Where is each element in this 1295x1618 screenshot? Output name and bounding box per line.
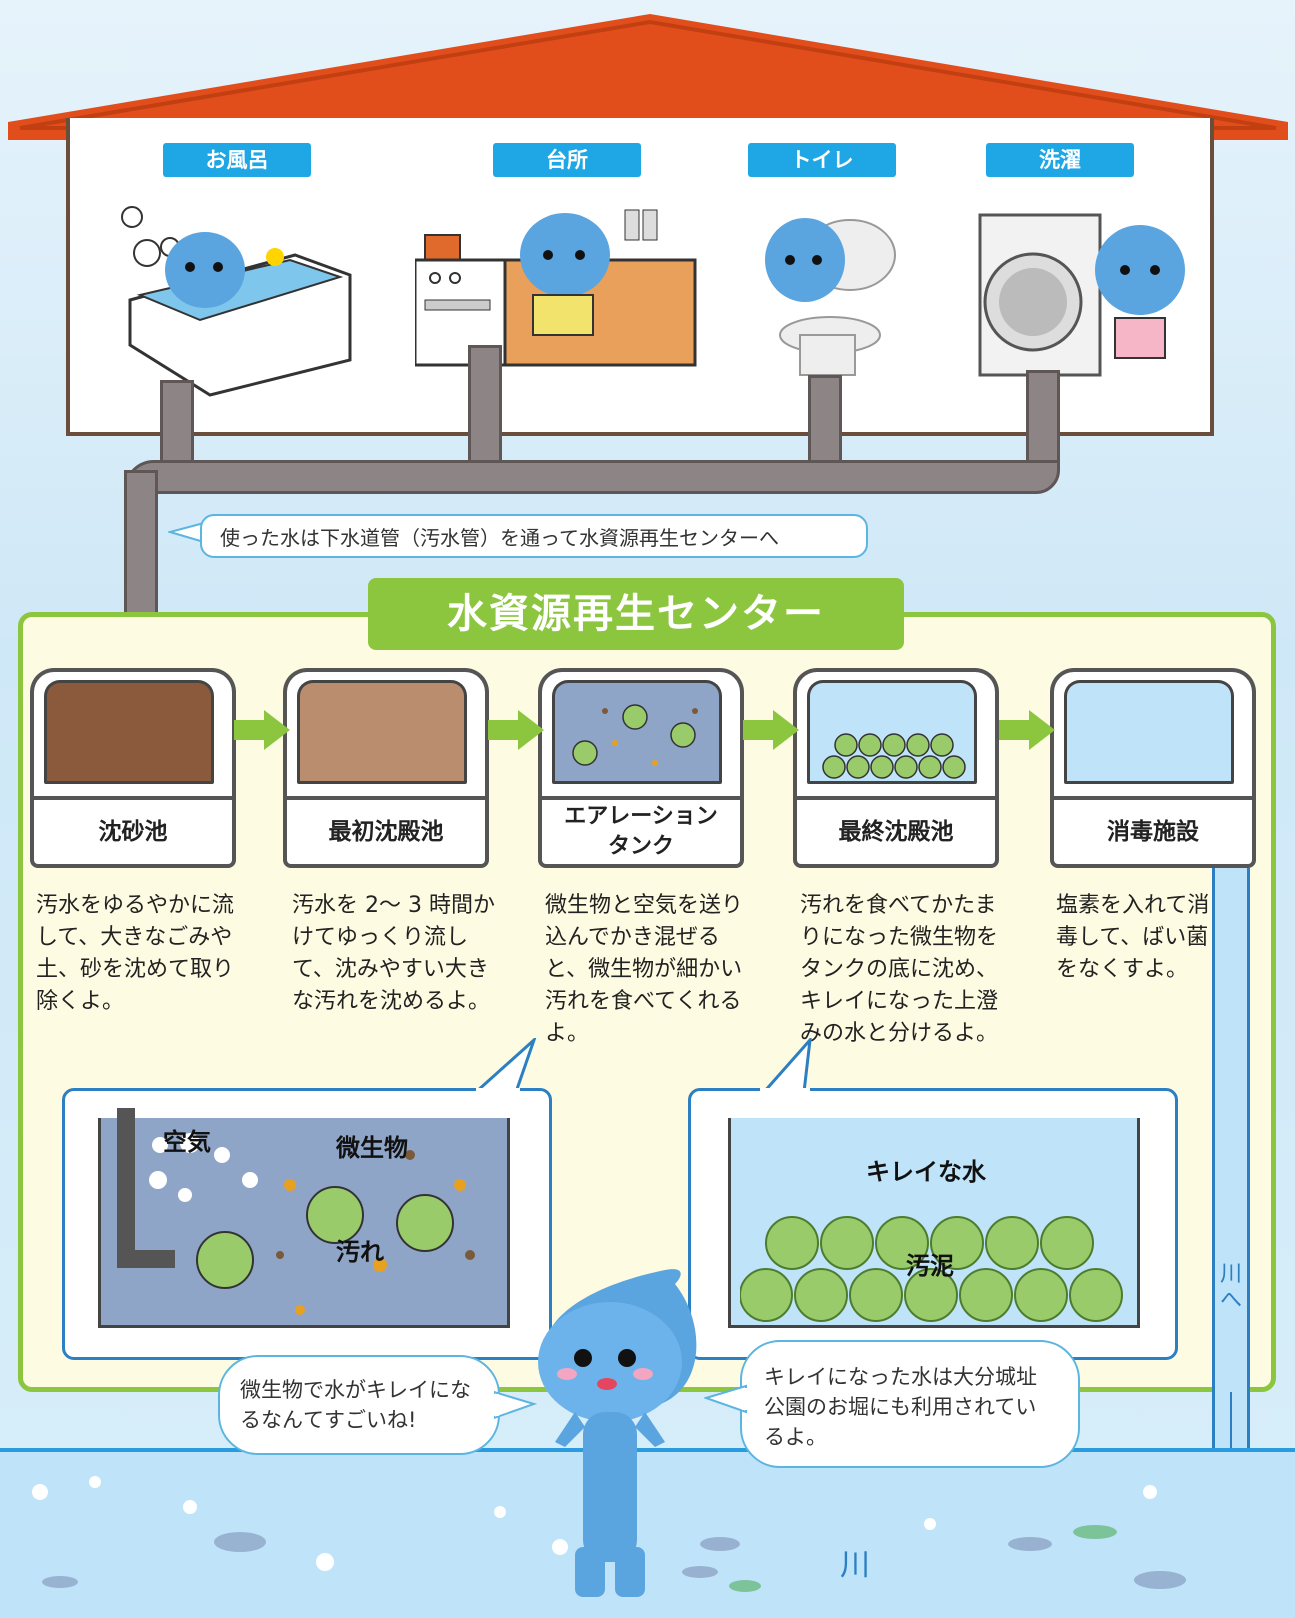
speech-right-text: キレイになった水は大分城址公園のお堀にも利用されているよ。 [764,1365,1037,1449]
room-label-laundry: 洗濯 [986,143,1134,177]
river-label: 川 [840,1548,870,1583]
center-title: 水資源再生センター [368,578,904,650]
tank-disinfection: 消毒施設 [1050,668,1256,868]
tank-name: 消毒施設 [1050,796,1256,868]
tank-disinfection-liquid [1064,680,1234,784]
microbe-icons [572,704,698,766]
kitchen-illustration [415,209,697,367]
pipe-callout-text: 使った水は下水道管（汚水管）を通って水資源再生センターへ [220,526,779,550]
room-label-bath: お風呂 [163,143,311,177]
tank-aeration-liquid [552,680,722,784]
drain-pipe-laundry [1026,370,1060,470]
laundry-illustration [978,213,1185,377]
tank-grit-liquid [44,680,214,784]
tank-primary-liquid [297,680,467,784]
speech-bubble-left: 微生物で水がキレイになるなんてすごいね! [218,1355,500,1455]
tank-name: 沈砂池 [30,796,236,868]
step-desc-grit: 汚水をゆるやかに流して、大きなごみや土、砂を沈めて取り除くよ。 [36,893,235,1014]
flow-arrow-3 [743,710,799,750]
tank-aeration: エアレーションタンク [538,668,744,868]
flow-arrow-1 [234,710,290,750]
mascot-water-drop [538,1269,697,1597]
step-desc-final: 汚れを食べてかたまりになった微生物をタンクの底に沈め、キレイになった上澄みの水と… [800,893,999,1046]
settling-zoom-pointer [760,1038,812,1094]
step-desc-disinfection: 塩素を入れて消毒して、ばい菌をなくすよ。 [1056,893,1210,982]
room-label-toilet: トイレ [748,143,896,177]
step-desc-primary: 汚水を 2～ 3 時間かけてゆっくり流して、沈みやすい大きな汚れを沈めるよ。 [292,893,495,1014]
speech-bubble-right: キレイになった水は大分城址公園のお堀にも利用されているよ。 [740,1340,1080,1468]
label-air: 空気 [163,1128,211,1156]
air-pipe [117,1108,135,1268]
toilet-illustration [765,218,896,376]
tank-final-liquid [807,680,977,784]
drain-pipe-toilet [808,375,842,470]
outflow-channel [1212,868,1250,1488]
drain-pipe-bath [160,380,194,470]
sewer-main-pipe [124,460,1060,494]
river-decorations [32,1476,1186,1592]
tank-name: 最終沈殿池 [793,796,999,868]
speech-bubble-right-tail [704,1384,748,1414]
aeration-zoom-contents [149,1133,475,1315]
label-to-river: 川へ [1220,1262,1243,1313]
label-clean-water: キレイな水 [866,1158,986,1186]
speech-left-text: 微生物で水がキレイになるなんてすごいね! [240,1378,471,1432]
river-surface-line [0,1448,1295,1452]
room-label-kitchen: 台所 [493,143,641,177]
tank-name: 最初沈殿池 [283,796,489,868]
flow-arrow-2 [488,710,544,750]
aeration-zoom-pointer [476,1038,537,1094]
tank-primary-settling: 最初沈殿池 [283,668,489,868]
label-microbes: 微生物 [336,1134,408,1162]
pipe-callout: 使った水は下水道管（汚水管）を通って水資源再生センターへ [200,514,868,558]
flow-arrow-4 [999,710,1055,750]
label-sludge: 汚泥 [906,1252,954,1280]
tank-final-settling: 最終沈殿池 [793,668,999,868]
air-pipe-bend [117,1250,175,1268]
label-dirt: 汚れ [336,1238,384,1266]
tank-grit-chamber: 沈砂池 [30,668,236,868]
step-desc-aeration: 微生物と空気を送り込んでかき混ぜると、微生物が細かい汚れを食べてくれるよ。 [545,893,744,1046]
tank-name: エアレーションタンク [538,796,744,868]
bathtub-illustration [121,206,352,397]
sludge-icons [822,733,966,779]
drain-pipe-kitchen [468,345,502,470]
speech-bubble-left-tail [494,1390,538,1420]
sludge-layer [740,1216,1123,1322]
